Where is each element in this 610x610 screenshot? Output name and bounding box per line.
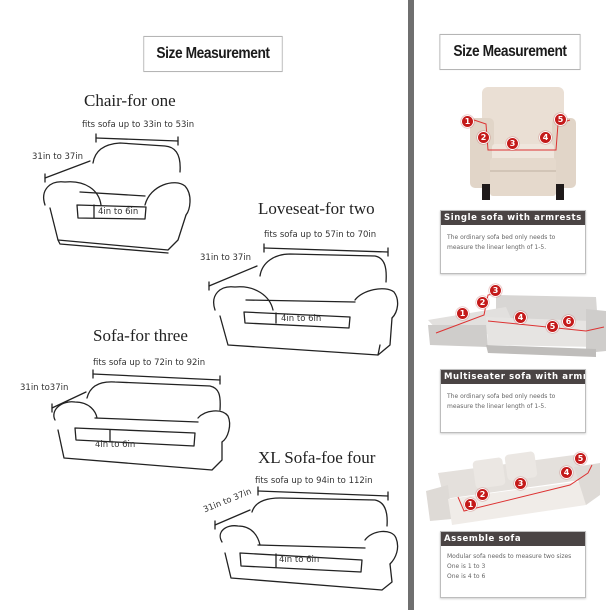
loveseat-cushion-label: 4in to 6in [281,314,322,324]
sofa-three-width-label: fits sofa up to 72in to 92in [93,358,206,368]
sofa-three-depth-label: 31in to37in [20,383,69,393]
marker-4: 4 [539,131,552,144]
right-title: Size Measurement [453,43,567,60]
chair-sketch [43,133,191,254]
assemble-sofa-heading: Assemble sofa [441,532,585,546]
chair-cushion-label: 4in to 6in [98,207,139,217]
modular-sofa-photo [426,451,600,525]
sectional-photo [428,292,606,357]
chair-depth-label: 31in to 37in [32,152,84,162]
right-title-box: Size Measurement [439,34,581,70]
single-sofa-heading: Single sofa with armrests [441,211,585,225]
multiseater-heading: Multiseater sofa with armrests [441,370,585,384]
sofa-three-cushion-label: 4in to 6in [95,440,136,450]
sectional-marker-4: 4 [514,311,527,324]
loveseat-depth-label: 31in to 37in [200,253,252,263]
multiseater-line-2: measure the linear length of 1-5. [447,403,547,410]
sofa-three-sketch [51,369,231,471]
modular-marker-3: 3 [514,477,527,490]
loveseat-width-label: fits sofa up to 57in to 70in [264,230,377,240]
sectional-marker-1: 1 [456,307,469,320]
single-sofa-line-1: The ordinary sofa bed only needs to [447,234,556,241]
xl-sofa-cushion-label: 4in to 6in [279,555,320,565]
multiseater-line-1: The ordinary sofa bed only needs to [447,393,556,400]
multiseater-info: Multiseater sofa with armrests The ordin… [440,369,586,433]
modular-marker-1: 1 [464,498,477,511]
single-sofa-line-2: measure the linear length of 1-5. [447,244,547,251]
sectional-marker-6: 6 [562,315,575,328]
sofa-three-heading: Sofa-for three [93,326,188,345]
sectional-marker-5: 5 [546,320,559,333]
xl-sofa-heading: XL Sofa-foe four [258,448,376,467]
sectional-marker-3: 3 [489,284,502,297]
xl-sofa-width-label: fits sofa up to 94in to 112in [255,476,373,486]
assemble-sofa-line-2: One is 1 to 3 [447,563,486,570]
single-sofa-info: Single sofa with armrests The ordinary s… [440,210,586,274]
modular-marker-4: 4 [560,466,573,479]
chair-heading: Chair-for one [84,91,176,110]
marker-1: 1 [461,115,474,128]
panel-divider [408,0,414,610]
assemble-sofa-info: Assemble sofa Modular sofa needs to meas… [440,531,586,598]
marker-2: 2 [477,131,490,144]
xl-sofa-sketch [214,486,399,591]
left-title-box: Size Measurement [143,36,283,72]
chair-width-label: fits sofa up to 33in to 53in [82,120,195,130]
loveseat-sketch [208,243,399,356]
left-panel-sketches: Size Measurement Chair-for one fits sofa… [20,36,399,591]
modular-marker-2: 2 [476,488,489,501]
armchair-photo [470,87,576,200]
marker-3: 3 [506,137,519,150]
marker-5: 5 [554,113,567,126]
left-title: Size Measurement [156,45,270,62]
modular-marker-5: 5 [574,452,587,465]
assemble-sofa-line-3: One is 4 to 6 [447,573,486,580]
assemble-sofa-line-1: Modular sofa needs to measure two sizes [447,553,572,560]
right-panel-guides: Size Measurement 1 2 3 4 5 Single sofa w… [414,0,610,610]
sectional-marker-2: 2 [476,296,489,309]
loveseat-heading: Loveseat-for two [258,199,375,218]
